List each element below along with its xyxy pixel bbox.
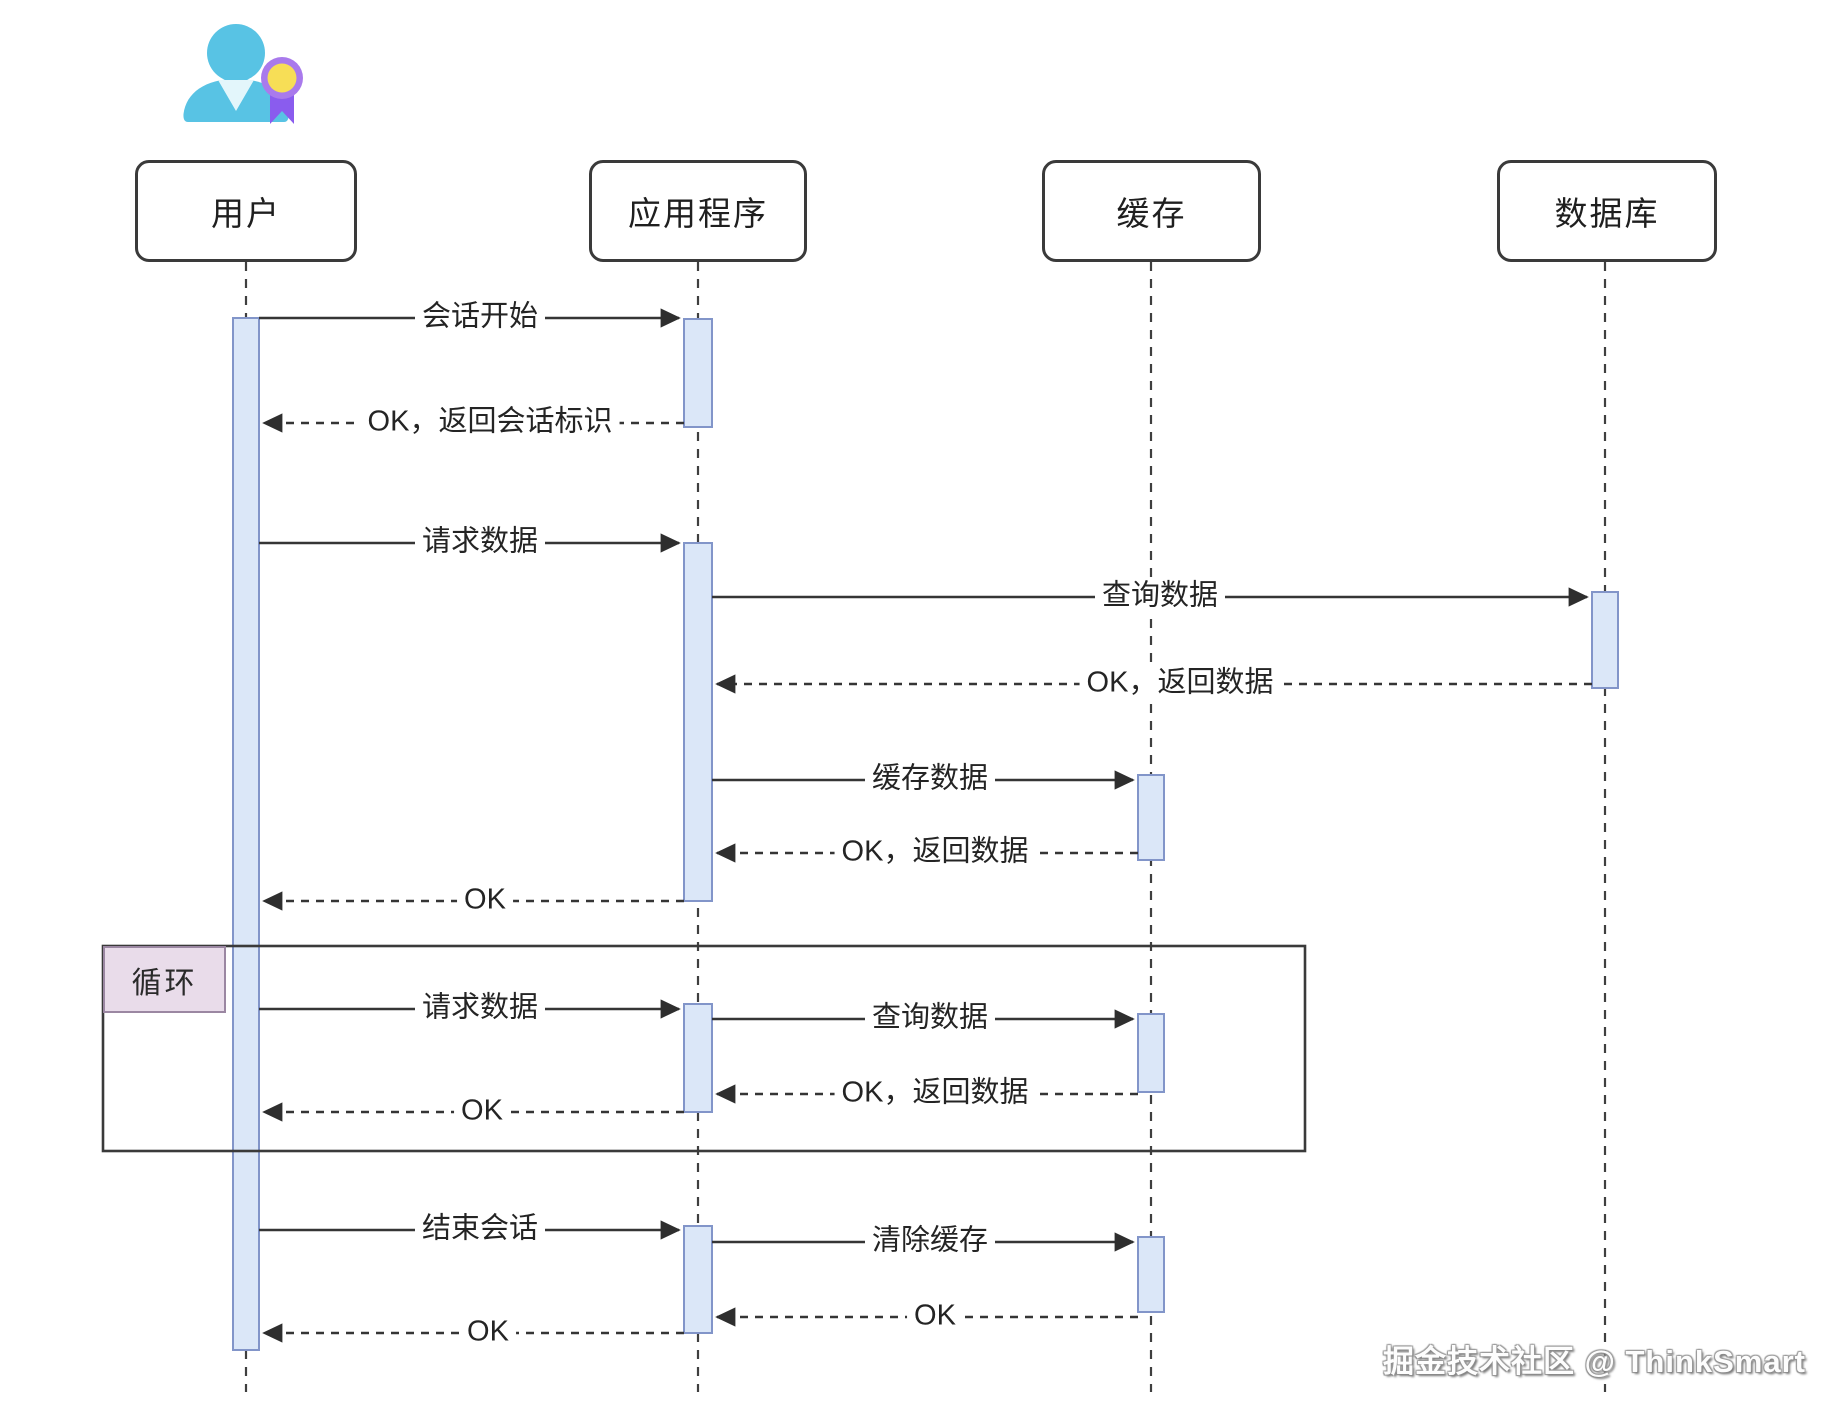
activation-cache-3 xyxy=(1137,1236,1165,1313)
participant-app: 应用程序 xyxy=(589,160,807,262)
participant-db-label: 数据库 xyxy=(1554,195,1660,232)
message-label: OK，返回数据 xyxy=(834,1075,1036,1111)
participant-cache-label: 缓存 xyxy=(1116,195,1187,232)
activation-user xyxy=(232,317,260,1351)
activation-app-3 xyxy=(683,1003,713,1113)
activation-cache-2 xyxy=(1137,1013,1165,1093)
activation-db-1 xyxy=(1591,591,1619,689)
message-label: 缓存数据 xyxy=(864,761,996,797)
activation-app-2 xyxy=(683,542,713,902)
user-with-badge-icon xyxy=(172,6,306,126)
message-label: OK，返回数据 xyxy=(834,834,1036,870)
participant-user-label: 用户 xyxy=(211,195,281,232)
participant-cache: 缓存 xyxy=(1042,160,1261,262)
message-label: OK xyxy=(454,1093,510,1129)
loop-label-text: 循环 xyxy=(131,966,198,1000)
icon-head xyxy=(207,24,265,82)
message-label: OK，返回数据 xyxy=(1079,665,1281,701)
message-label: OK xyxy=(907,1298,963,1334)
activation-app-1 xyxy=(683,318,713,428)
icon-badge-center xyxy=(267,63,297,93)
participant-db: 数据库 xyxy=(1497,160,1717,262)
activation-app-4 xyxy=(683,1225,713,1334)
message-label: OK，返回会话标识 xyxy=(360,404,620,440)
icon-ribbon xyxy=(270,94,294,124)
watermark: 掘金技术社区 @ ThinkSmart xyxy=(1383,1344,1806,1379)
loop-fragment-label: 循环 xyxy=(103,946,226,1013)
message-label: 请求数据 xyxy=(414,524,546,560)
message-label: 查询数据 xyxy=(1094,578,1226,614)
participant-app-label: 应用程序 xyxy=(628,195,768,232)
message-label: 请求数据 xyxy=(414,990,546,1026)
activation-bars xyxy=(232,317,1619,1351)
message-label: 结束会话 xyxy=(414,1211,546,1247)
participant-user: 用户 xyxy=(135,160,357,262)
message-label: OK xyxy=(457,882,513,918)
message-label: 会话开始 xyxy=(414,299,546,335)
loop-frame xyxy=(101,944,1307,1153)
activation-cache-1 xyxy=(1137,774,1165,861)
message-label: 清除缓存 xyxy=(864,1223,996,1259)
message-label: 查询数据 xyxy=(864,1000,996,1036)
message-label: OK xyxy=(460,1314,516,1350)
icon-collar xyxy=(218,80,254,111)
message-arrows xyxy=(259,308,1592,1343)
